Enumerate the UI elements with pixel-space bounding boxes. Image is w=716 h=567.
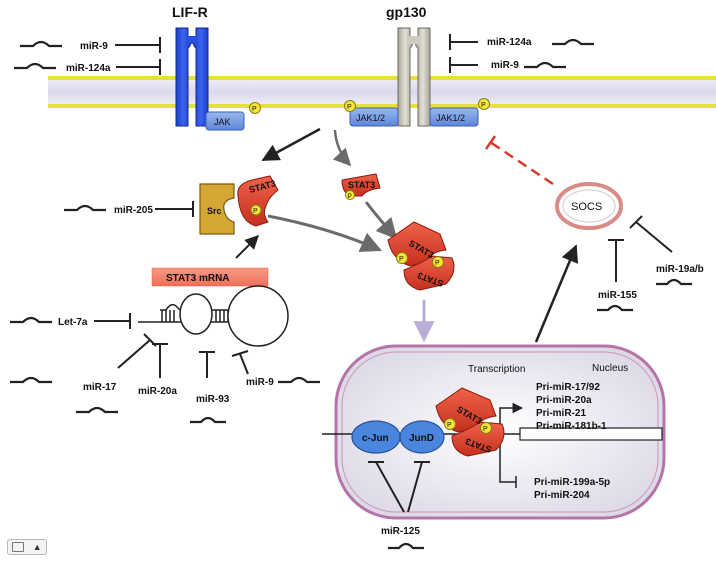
jak12-left-label: JAK1/2 [356, 113, 385, 123]
src-label: Src [207, 206, 222, 216]
arrow-to-socs [534, 244, 579, 343]
mirna-mir20a: miR-20a [76, 343, 177, 414]
socs-label: SOCS [571, 201, 602, 213]
phospho-label: P [348, 193, 352, 200]
stat3-mrna-hairpin [138, 285, 289, 347]
stat3-monomer-mid: STAT3 P [341, 173, 381, 200]
stat3-dimer-nuclear: STAT3 STAT3 P P [435, 387, 505, 457]
jak12-right-label: JAK1/2 [436, 113, 465, 123]
cjun-protein: c-Jun [351, 420, 401, 454]
mir155-label: miR-155 [598, 290, 637, 301]
arrow-mrna-to-stat3 [235, 235, 259, 259]
target-up-item: Pri-miR-21 [536, 408, 586, 419]
mirna-mir93: miR-93 [190, 351, 230, 424]
mirna-mir19ab: miR-19a/b [629, 215, 704, 286]
mirna-mir205: miR-205 [64, 201, 194, 217]
target-down-item: Pri-miR-199a-5p [534, 477, 610, 488]
jak12-right: JAK1/2 P [429, 98, 490, 127]
gp130-label: gp130 [386, 4, 427, 20]
mir9-top-label: miR-9 [80, 41, 108, 52]
transcription-label: Transcription [468, 364, 525, 375]
mirna-mir155: miR-155 [597, 239, 637, 312]
arrow-to-src [261, 127, 321, 162]
mir19ab-label: miR-19a/b [656, 264, 704, 275]
upregulated-targets: Pri-miR-17/92 Pri-miR-20a Pri-miR-21 Pri… [536, 382, 607, 432]
jund-protein: JunD [399, 420, 445, 454]
jund-label: JunD [409, 433, 434, 444]
mir9-bottom-label: miR-9 [246, 377, 274, 388]
phospho-label: P [483, 426, 488, 433]
arrow-src-to-dimer [267, 214, 382, 253]
phospho-label: P [399, 256, 404, 263]
stat3-label: STAT3 [348, 180, 375, 190]
mirna-let7a: Let-7a [10, 313, 131, 329]
lifr-receptor [175, 27, 209, 127]
arrow-mono-to-dimer [364, 201, 398, 240]
stat3-dimer: STAT3 STAT3 P P [387, 221, 455, 291]
phospho-label: P [252, 106, 257, 113]
arrow-to-stat3 [332, 129, 352, 167]
jak12-left: JAK1/2 P [344, 100, 399, 127]
phospho-label: P [447, 422, 452, 429]
downregulated-targets: Pri-miR-199a-5p Pri-miR-204 [534, 477, 610, 501]
mir124a-right-label: miR-124a [487, 37, 532, 48]
image-icon [12, 542, 25, 552]
caret-up-icon: ▲ [32, 542, 42, 552]
mir124a-left-label: miR-124a [66, 63, 111, 74]
nucleus-label: Nucleus [592, 363, 628, 374]
socs-protein: SOCS [555, 182, 623, 230]
viewer-toggle-button[interactable]: ▲ [7, 539, 47, 555]
socs-inhibition-bar [484, 135, 497, 150]
mirna-mir9-top: miR-9 [20, 37, 161, 53]
mirna-mir17: miR-17 [10, 333, 157, 393]
lifr-label: LIF-R [172, 4, 208, 20]
mir125-label: miR-125 [381, 526, 420, 537]
mirna-mir9-bottom: miR-9 [231, 350, 320, 388]
cjun-label: c-Jun [362, 433, 389, 444]
phospho-label: P [253, 208, 258, 215]
mirna-mir125: miR-125 [368, 461, 430, 550]
mir9-right-label: miR-9 [491, 60, 519, 71]
target-up-item: Pri-miR-17/92 [536, 382, 600, 393]
jak-label: JAK [214, 117, 231, 127]
mir93-label: miR-93 [196, 394, 230, 405]
phospho-label: P [435, 260, 440, 267]
stat3-mrna-badge: STAT3 mRNA [151, 267, 269, 287]
mirna-mir124a-left: miR-124a [14, 59, 161, 75]
target-down-item: Pri-miR-204 [534, 490, 590, 501]
mirna-mir9-right: miR-9 [449, 57, 566, 73]
stat3-monomer-src: STAT3 P [237, 175, 279, 227]
src-kinase: Src [199, 183, 235, 235]
mirna-mir124a-right: miR-124a [449, 34, 594, 50]
target-up-item: Pri-miR-20a [536, 395, 592, 406]
phospho-label: P [347, 104, 352, 111]
mir205-label: miR-205 [114, 205, 153, 216]
gp130-receptor [397, 27, 431, 127]
mir20a-label: miR-20a [138, 386, 177, 397]
stat3-mrna-label: STAT3 mRNA [166, 273, 230, 284]
let7a-label: Let-7a [58, 317, 88, 328]
jak-kinase: JAK P [205, 102, 261, 131]
phospho-label: P [481, 102, 486, 109]
target-up-item: Pri-miR-181b-1 [536, 421, 607, 432]
mir17-label: miR-17 [83, 382, 117, 393]
gene-box [519, 427, 663, 441]
cell-membrane [48, 76, 716, 108]
socs-inhibition-dashed [489, 140, 554, 186]
repression-bar [499, 436, 517, 488]
